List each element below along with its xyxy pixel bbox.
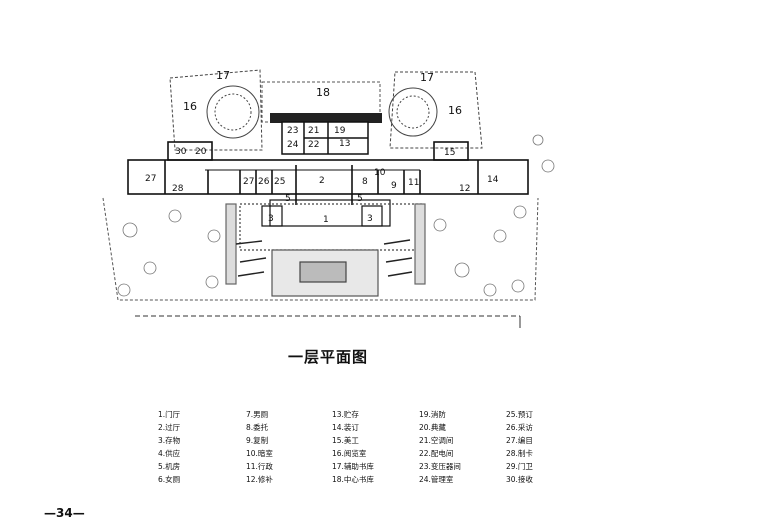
room-labels: 1 2 3 3 5 5 8 9 10 11 12 13 14 15 16 16 … [145, 69, 499, 225]
room-label: 20 [195, 147, 207, 157]
legend-item: 25.预订 [506, 410, 533, 419]
room-label: 24 [287, 140, 299, 150]
legend-item: 24.管理室 [419, 475, 454, 484]
room-label: 5 [357, 194, 363, 204]
room-label: 22 [308, 140, 319, 150]
legend-item: 26.采访 [506, 423, 533, 432]
legend-item: 3.存物 [158, 436, 181, 445]
room-label: 12 [459, 184, 470, 194]
legend-item: 10.暗室 [246, 449, 273, 458]
room-label: 17 [420, 71, 434, 84]
room-label: 19 [334, 126, 346, 136]
site-boundary [102, 197, 539, 301]
legend-item: 7.男厕 [246, 410, 269, 419]
legend-item: 11.行政 [246, 462, 273, 471]
legend-item: 9.复制 [246, 436, 269, 445]
room-label: 5 [285, 194, 291, 204]
page-number: —34— [44, 506, 85, 520]
legend-item: 8.委托 [246, 423, 269, 432]
room-label: 28 [172, 184, 184, 194]
room-label: 10 [374, 168, 386, 178]
legend-item: 20.典藏 [419, 423, 446, 432]
legend-item: 16.阅览室 [332, 449, 367, 458]
room-label: 30 [175, 147, 187, 157]
room-label: 27 [243, 177, 254, 187]
legend-item: 23.变压器间 [419, 462, 461, 471]
lawn-hatching [235, 239, 413, 277]
room-label: 1 [323, 215, 329, 225]
main-wing [127, 141, 529, 205]
room-label: 13 [339, 139, 350, 149]
room-label: 9 [391, 181, 397, 191]
room-label: 16 [183, 100, 197, 113]
legend-item: 15.美工 [332, 436, 359, 445]
room-label: 27 [145, 174, 156, 184]
legend-item: 29.门卫 [506, 462, 533, 471]
legend-item: 17.辅助书库 [332, 462, 374, 471]
room-label: 2 [319, 176, 325, 186]
legend-item: 4.供应 [158, 449, 181, 458]
legend-item: 2.过厅 [158, 423, 181, 432]
room-label: 15 [444, 148, 455, 158]
room-label: 11 [408, 178, 419, 188]
legend-item: 30.接收 [506, 475, 533, 484]
room-label: 17 [216, 69, 230, 82]
legend-item: 18.中心书库 [332, 475, 374, 484]
legend-item: 5.机房 [158, 462, 181, 471]
legend-item: 22.配电间 [419, 449, 454, 458]
room-legend: 1.门厅 2.过厅 3.存物 4.供应 5.机房 6.女厕 7.男厕 8.委托 … [158, 409, 558, 484]
drawing-caption: 一层平面图 [288, 348, 369, 366]
reading-room-left [169, 69, 263, 151]
room-label: 25 [274, 177, 285, 187]
room-label: 8 [362, 177, 368, 187]
entrance-plaza [225, 199, 426, 297]
landscape-trees [117, 134, 555, 297]
legend-item: 12.修补 [246, 475, 273, 484]
room-label: 26 [258, 177, 270, 187]
legend-item: 13.贮存 [332, 410, 359, 419]
legend-item: 14.装订 [332, 423, 359, 432]
legend-item: 28.制卡 [506, 449, 533, 458]
room-label: 3 [367, 214, 373, 224]
room-label: 18 [316, 86, 330, 99]
room-label: 16 [448, 104, 462, 117]
room-label: 14 [487, 175, 499, 185]
room-label: 21 [308, 126, 319, 136]
legend-item: 21.空调间 [419, 436, 454, 445]
core-rooms [281, 121, 369, 155]
legend-item: 1.门厅 [158, 410, 181, 419]
reading-room-right [388, 71, 483, 149]
room-label: 23 [287, 126, 298, 136]
room-label: 3 [268, 214, 274, 224]
legend-item: 6.女厕 [158, 475, 181, 484]
legend-item: 27.编目 [506, 436, 533, 445]
legend-item: 19.消防 [419, 410, 446, 419]
